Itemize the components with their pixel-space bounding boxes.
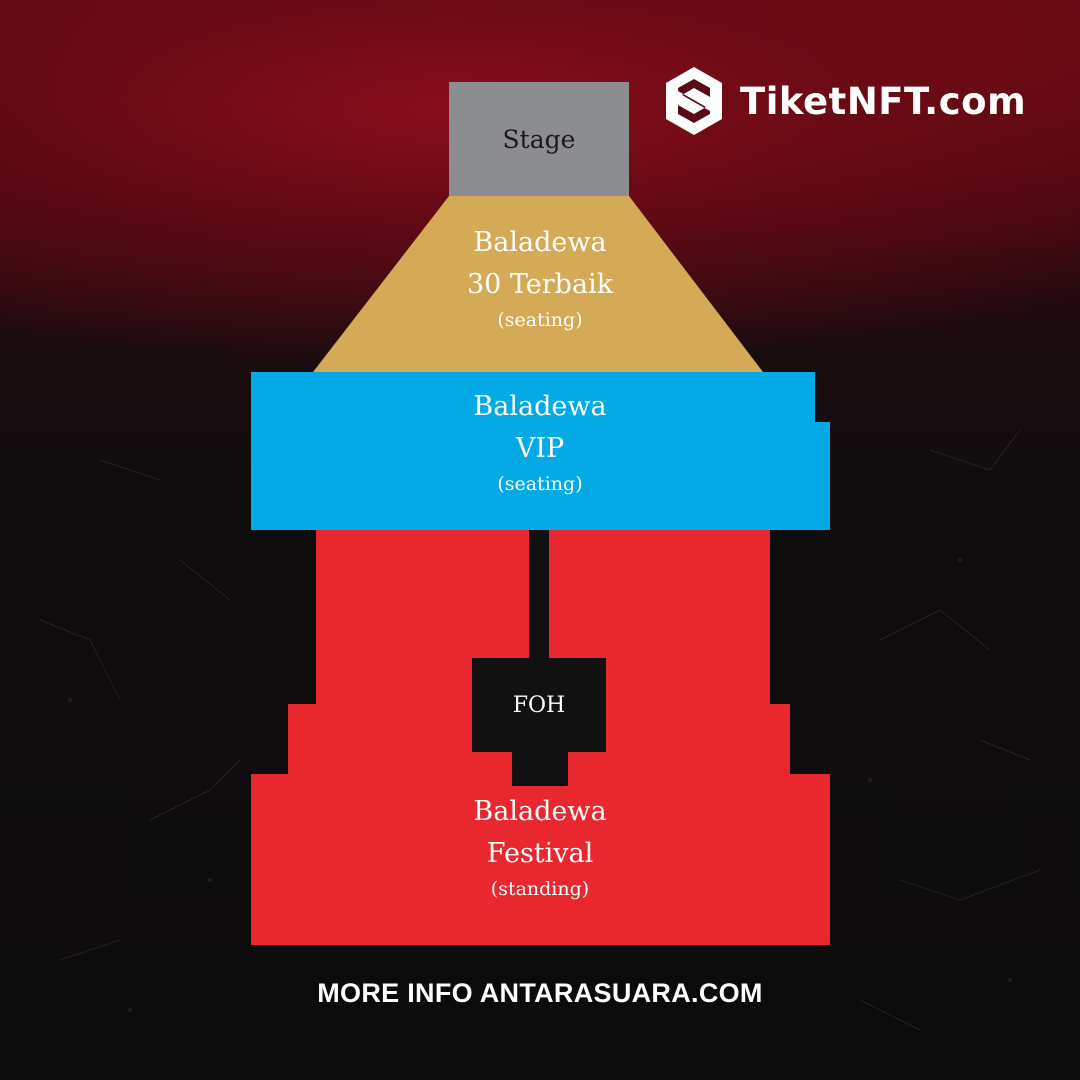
zone-30-terbaik-label: Baladewa 30 Terbaik (seating) xyxy=(420,222,660,334)
foh-cable-line xyxy=(529,530,549,660)
zone-festival-type: (standing) xyxy=(490,878,590,900)
zone-vip-name-line-1: Baladewa xyxy=(473,391,607,422)
zone-vip-label: Baladewa VIP (seating) xyxy=(420,386,660,498)
zone-festival-label: Baladewa Festival (standing) xyxy=(420,791,660,903)
zone-30-terbaik-name-line-2: 30 Terbaik xyxy=(466,269,614,300)
zone-30-terbaik-name-line-1: Baladewa xyxy=(473,227,607,258)
foh-block[interactable] xyxy=(472,658,606,786)
stage-block[interactable] xyxy=(449,82,629,196)
zone-vip-name-line-2: VIP xyxy=(515,433,565,464)
footer-more-info[interactable]: MORE INFO ANTARASUARA.COM xyxy=(317,978,763,1008)
zone-festival-name-line-1: Baladewa xyxy=(473,796,607,827)
zone-vip-type: (seating) xyxy=(497,473,583,495)
hexagon-s-logo-icon xyxy=(666,67,722,135)
brand-name: TiketNFT.com xyxy=(740,79,1027,123)
stage-label: Stage xyxy=(502,124,576,154)
zone-festival-name-line-2: Festival xyxy=(486,838,594,869)
zone-vip-area[interactable] xyxy=(251,372,830,530)
brand-logo[interactable]: TiketNFT.com xyxy=(664,64,1026,138)
zone-30-terbaik-area[interactable] xyxy=(313,196,763,372)
zone-30-terbaik-type: (seating) xyxy=(497,309,583,331)
foh-label: FOH xyxy=(512,692,566,718)
